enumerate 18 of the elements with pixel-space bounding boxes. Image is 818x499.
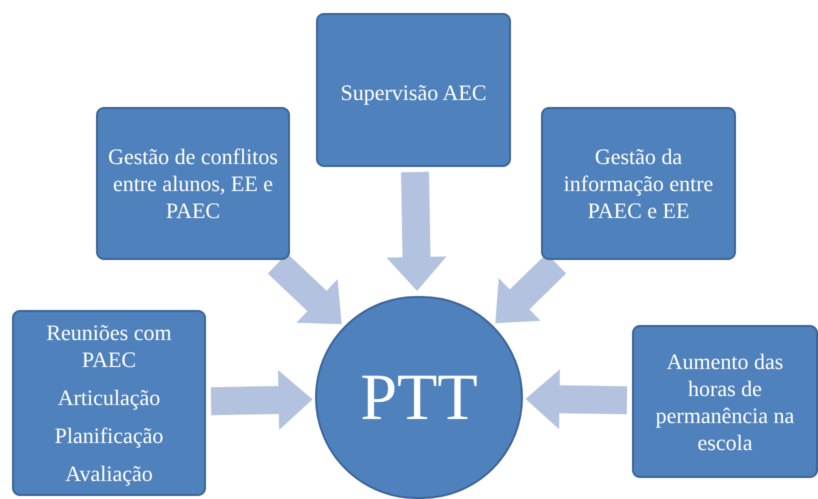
process-box — [96, 107, 290, 260]
node-label: Planificação — [54, 422, 164, 449]
node-label: Aumento das horas de permanência na escola — [654, 348, 796, 456]
node-label: Gestão da informação entre PAEC e EE — [562, 143, 714, 224]
node-label: Articulação — [58, 384, 160, 411]
process-box — [632, 325, 818, 478]
block-arrow — [210, 370, 312, 430]
node-label: Reuniões com PAEC — [45, 319, 173, 373]
node-title: PTT — [360, 364, 478, 430]
process-box — [541, 107, 736, 260]
process-box — [12, 310, 206, 496]
node-label: Gestão de conflitos entre alunos, EE e PAEC — [107, 143, 279, 224]
block-arrow — [526, 369, 628, 430]
block-arrow — [386, 172, 446, 291]
block-arrow — [268, 253, 342, 324]
process-box — [316, 13, 511, 167]
node-label: Avaliação — [65, 460, 153, 487]
node-label: Supervisão AEC — [340, 79, 487, 106]
